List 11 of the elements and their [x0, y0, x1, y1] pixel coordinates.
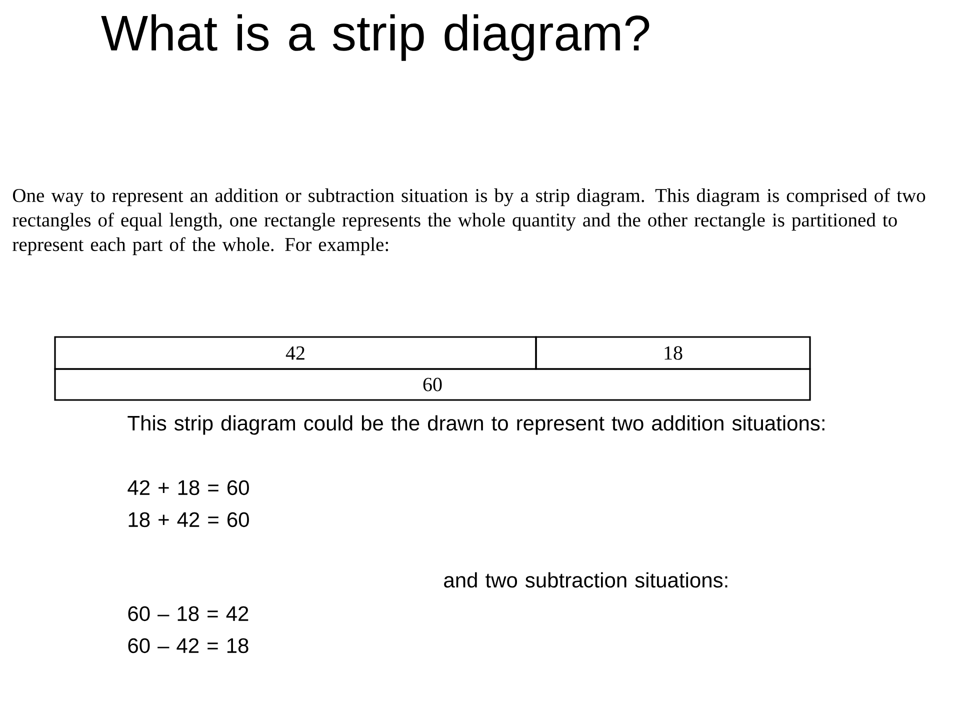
text-line: This strip diagram could be the drawn to represent two addition situations:: [128, 415, 824, 435]
title: What is a strip diagram?: [101, 14, 650, 61]
paragraph: One way to represent an addition or subtraction situation is by a strip diagram. This diagram is comprised of two rectangles of equal length, one rectangle represents the whole quantity and the other rectangle is partitioned to represent each part of the whole. For example:: [12, 188, 926, 256]
text-line: 60 – 42 = 18: [128, 638, 248, 654]
text-line: and two subtraction situations:: [444, 572, 728, 588]
strip-cell: 18: [535, 336, 811, 370]
text-line: 42 + 18 = 60: [128, 480, 249, 496]
text-line: 18 + 42 = 60: [128, 512, 249, 528]
strip-cell: 60: [54, 368, 811, 401]
text-line: 60 – 18 = 42: [128, 606, 248, 622]
strip-cell: 42: [54, 336, 537, 370]
